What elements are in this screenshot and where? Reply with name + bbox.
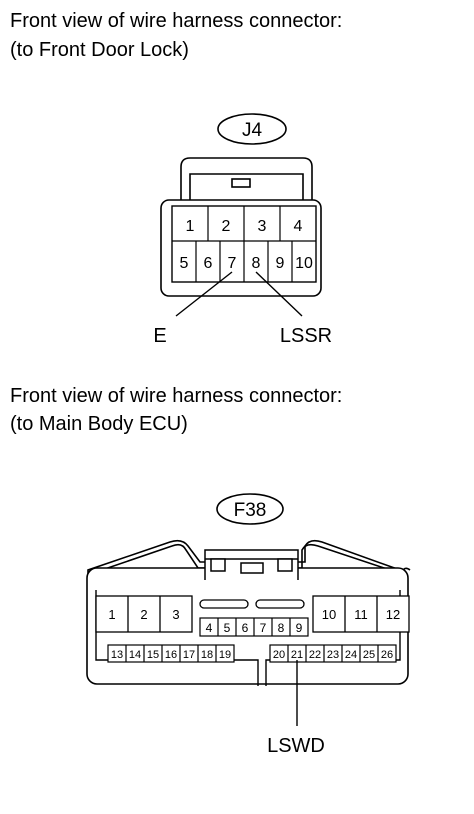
- pin-label: 6: [242, 621, 249, 635]
- pin-label: 12: [386, 607, 400, 622]
- pin-label: 9: [276, 255, 285, 272]
- center-pins: [199, 617, 309, 637]
- pin-label: 19: [219, 649, 231, 661]
- callout-label-lswd: LSWD: [267, 735, 325, 757]
- pin-label: 5: [180, 255, 189, 272]
- pin-label: 3: [172, 607, 179, 622]
- pin-label: 18: [201, 649, 213, 661]
- connector-latch: [180, 157, 313, 200]
- callout-label-lssr: LSSR: [280, 325, 332, 347]
- pin-label: 16: [165, 649, 177, 661]
- pin-label: 4: [206, 621, 213, 635]
- pin-label: 14: [129, 649, 141, 661]
- connector-id-label: F38: [234, 500, 267, 521]
- pin-label: 4: [294, 218, 303, 235]
- bottom-left-pins: [107, 644, 235, 663]
- caption-front-door-lock-line1: Front view of wire harness connector:: [10, 10, 343, 32]
- connector-latch: [204, 549, 299, 580]
- pin-label: 24: [345, 649, 357, 661]
- pin-label: 2: [140, 607, 147, 622]
- pin-label: 8: [252, 255, 261, 272]
- pin-label: 17: [183, 649, 195, 661]
- pin-label: 9: [296, 621, 303, 635]
- connector-body: [160, 199, 322, 297]
- caption-main-body-ecu-line2: (to Main Body ECU): [10, 413, 188, 435]
- pin-label: 13: [111, 649, 123, 661]
- pin-label: 8: [278, 621, 285, 635]
- connector-f38-diagram: F38 1 2 3 10 11 12 4 5 6: [86, 493, 411, 757]
- pin-label: 3: [258, 218, 267, 235]
- pin-label: 26: [381, 649, 393, 661]
- pin-label: 1: [186, 218, 195, 235]
- connector-id-label: J4: [242, 120, 263, 141]
- connector-id-badge: J4: [217, 113, 287, 145]
- pin-label: 22: [309, 649, 321, 661]
- pin-label: 11: [354, 607, 368, 622]
- pin-label: 10: [322, 607, 336, 622]
- large-pins-left: [95, 595, 193, 633]
- callout-label-e: E: [153, 325, 166, 347]
- pin-label: 23: [327, 649, 339, 661]
- pin-label: 2: [222, 218, 231, 235]
- connector-id-badge: F38: [216, 493, 284, 525]
- pin-label: 7: [228, 255, 237, 272]
- pin-label: 20: [273, 649, 285, 661]
- pin-label: 15: [147, 649, 159, 661]
- keying-slot: [199, 599, 249, 609]
- pin-label: 6: [204, 255, 213, 272]
- pin-label: 10: [295, 255, 313, 272]
- pin-label: 1: [108, 607, 115, 622]
- bottom-right-pins: [269, 644, 397, 663]
- pin-label: 21: [291, 649, 303, 661]
- keying-slot: [255, 599, 305, 609]
- pin-label: 5: [224, 621, 231, 635]
- pin-label: 7: [260, 621, 267, 635]
- callout-line-lssr: [255, 271, 303, 317]
- caption-main-body-ecu-line1: Front view of wire harness connector:: [10, 385, 343, 407]
- caption-front-door-lock-line2: (to Front Door Lock): [10, 39, 189, 61]
- large-pins-right: [312, 595, 410, 633]
- pin-label: 25: [363, 649, 375, 661]
- callout-line-e: [175, 271, 233, 317]
- connector-j4-diagram: J4 1 2 3 4 5 6 7 8 9 10 E LSSR: [153, 113, 332, 347]
